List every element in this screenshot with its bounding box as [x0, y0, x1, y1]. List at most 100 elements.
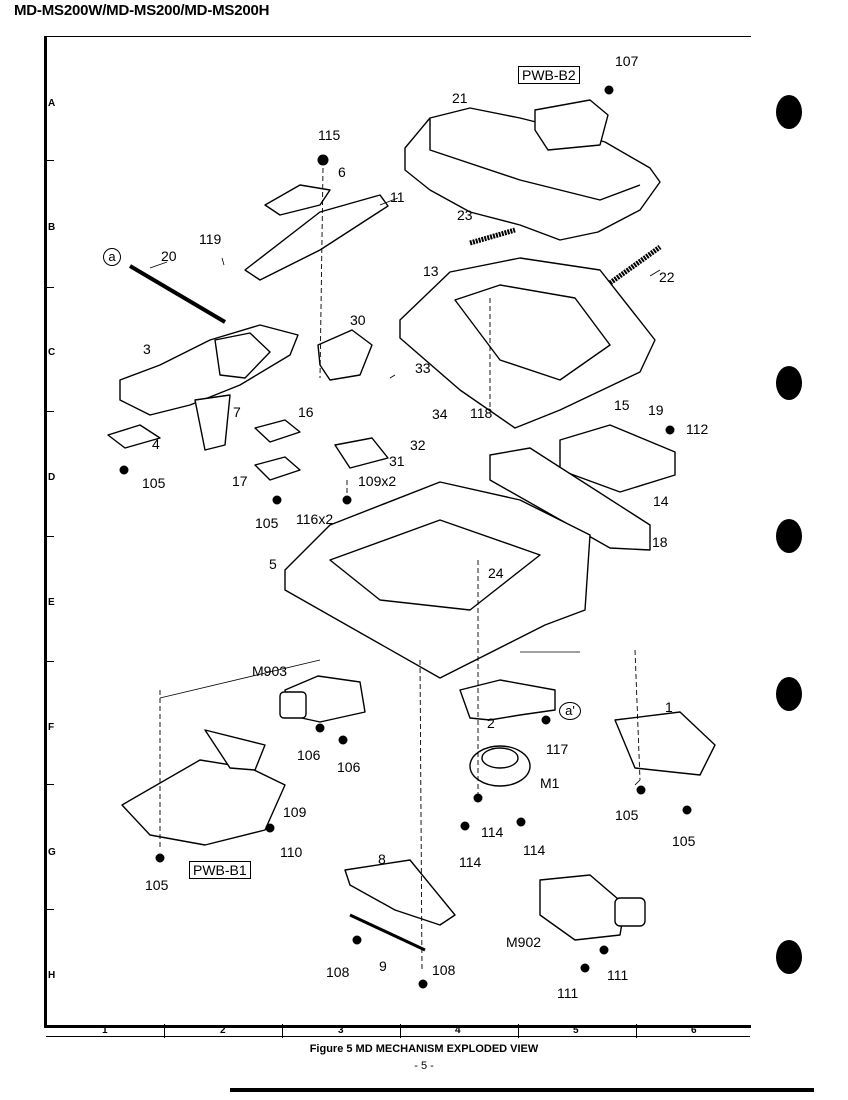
part-label: 31 — [389, 453, 405, 469]
part-label: 2 — [487, 715, 495, 731]
part-label: 21 — [452, 90, 468, 106]
part-label: M1 — [540, 775, 560, 791]
callout-a-prime: a' — [559, 702, 581, 720]
part-label: 108 — [432, 962, 456, 978]
part-label: 30 — [350, 312, 366, 328]
part-label: M903 — [252, 663, 288, 679]
part-label: 112 — [686, 421, 709, 437]
row-divider — [44, 909, 54, 910]
column-label-4: 4 — [455, 1025, 461, 1036]
part-label: 109 — [283, 804, 307, 820]
part-label: 11 — [390, 189, 405, 205]
part-label: 34 — [432, 406, 448, 422]
part-label: 111 — [607, 967, 629, 983]
row-label-d: D — [48, 472, 56, 483]
column-label-5: 5 — [573, 1025, 579, 1036]
part-label: 5 — [269, 556, 277, 572]
document-title: MD-MS200W/MD-MS200/MD-MS200H — [14, 2, 270, 19]
part-label: 106 — [337, 759, 361, 775]
binder-hole — [776, 940, 802, 974]
part-label: 105 — [255, 515, 279, 531]
part-label: 33 — [415, 360, 431, 376]
row-label-c: C — [48, 347, 56, 358]
part-label: 114 — [459, 854, 482, 870]
part-label: 115 — [318, 127, 341, 143]
row-label-b: B — [48, 222, 56, 233]
part-label: 107 — [615, 53, 639, 69]
part-label: M902 — [506, 934, 542, 950]
part-label: 105 — [142, 475, 166, 491]
part-label: 17 — [232, 473, 248, 489]
part-label: 3 — [143, 341, 151, 357]
row-divider — [44, 411, 54, 412]
row-label-a: A — [48, 98, 56, 109]
row-label-g: G — [48, 847, 56, 858]
row-label-h: H — [48, 970, 56, 981]
label-pwb-b2: PWB-B2 — [518, 66, 580, 84]
part-label: 15 — [614, 397, 630, 413]
binder-hole — [776, 677, 802, 711]
column-label-6: 6 — [691, 1025, 697, 1036]
column-divider — [282, 1024, 283, 1038]
callout-a-prime-text: a' — [559, 702, 581, 720]
part-label: 6 — [338, 164, 346, 180]
part-label: 18 — [652, 534, 668, 550]
part-label: 117 — [546, 741, 569, 757]
part-label: 105 — [672, 833, 696, 849]
binder-hole — [776, 366, 802, 400]
row-label-f: F — [48, 722, 55, 733]
part-label: 4 — [152, 436, 160, 452]
row-divider — [44, 784, 54, 785]
part-label: 9 — [379, 958, 387, 974]
part-label: 23 — [457, 207, 473, 223]
callout-a-text: a — [103, 248, 121, 266]
part-label: 14 — [653, 493, 669, 509]
part-label: 22 — [659, 269, 675, 285]
part-label: 1 — [665, 699, 673, 715]
part-label: 24 — [488, 565, 504, 581]
part-label: 20 — [161, 248, 177, 264]
pwb-b2-text: PWB-B2 — [518, 66, 580, 84]
bottom-rule — [230, 1088, 814, 1092]
column-label-2: 2 — [220, 1025, 226, 1036]
part-label: 110 — [280, 844, 303, 860]
part-label: 106 — [297, 747, 321, 763]
part-label: 114 — [481, 824, 504, 840]
part-label: 114 — [523, 842, 546, 858]
column-divider — [636, 1024, 637, 1038]
drawing-frame — [44, 36, 751, 1028]
part-label: 111 — [557, 985, 579, 1001]
column-ruler — [46, 1024, 750, 1037]
label-pwb-b1: PWB-B1 — [189, 861, 251, 879]
part-label: 108 — [326, 964, 350, 980]
column-label-3: 3 — [338, 1025, 344, 1036]
part-label: 13 — [423, 263, 439, 279]
part-label: 119 — [199, 231, 222, 247]
part-label: 118 — [470, 405, 493, 421]
figure-caption: Figure 5 MD MECHANISM EXPLODED VIEW — [309, 1043, 539, 1055]
row-divider — [44, 661, 54, 662]
part-label: 19 — [648, 402, 664, 418]
part-label: 32 — [410, 437, 426, 453]
row-divider — [44, 536, 54, 537]
row-label-e: E — [48, 597, 55, 608]
column-divider — [400, 1024, 401, 1038]
row-divider — [44, 287, 54, 288]
part-label: 8 — [378, 851, 386, 867]
part-label: 109x2 — [358, 473, 397, 489]
part-label: 7 — [233, 404, 241, 420]
pwb-b1-text: PWB-B1 — [189, 861, 251, 879]
part-label: 16 — [298, 404, 314, 420]
part-label: 105 — [145, 877, 169, 893]
row-divider — [44, 160, 54, 161]
column-divider — [518, 1024, 519, 1038]
callout-a: a — [103, 248, 121, 266]
column-divider — [164, 1024, 165, 1038]
column-label-1: 1 — [102, 1025, 108, 1036]
part-label: 116x2 — [296, 511, 334, 527]
part-label: 105 — [615, 807, 639, 823]
binder-hole — [776, 95, 802, 129]
binder-hole — [776, 519, 802, 553]
page-number: - 5 - — [414, 1060, 434, 1072]
